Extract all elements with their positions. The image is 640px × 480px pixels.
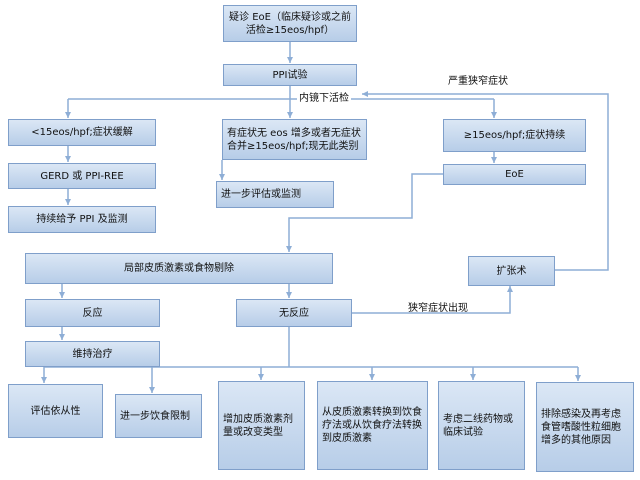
node-responsive-text: 反应: [82, 307, 103, 319]
edge-label-stenosis-appears: 狭窄症状出现: [408, 303, 468, 314]
node-assess-compliance: 评估依从性: [8, 384, 103, 438]
node-symptom-mixed-text: 有症状无 eos 增多或者无症状合并≥15eos/hpf;现无此类别: [227, 127, 361, 152]
node-consider-second-line-text: 考虑二线药物或临床试验: [443, 413, 513, 438]
node-dilation: 扩张术: [468, 256, 555, 286]
node-eoe-text: EoE: [505, 169, 524, 180]
node-further-diet: 进一步饮食限制: [115, 394, 202, 438]
node-ppi-trial-text: PPI试验: [272, 69, 308, 81]
arrow-unresponsive-to-dilation: [352, 286, 513, 314]
node-increase-dose-text: 增加皮质激素剂量或改变类型: [223, 413, 293, 438]
node-consider-second-line: 考虑二线药物或临床试验: [438, 381, 525, 470]
node-local-steroid-diet-text: 局部皮质激素或食物剔除: [124, 263, 234, 274]
arrow-dilation-loop: [362, 91, 609, 271]
node-response-high-text: ≥15eos/hpf;症状持续: [463, 130, 566, 141]
node-response-low: <15eos/hpf;症状缓解: [8, 119, 156, 146]
node-further-eval-text: 进一步评估或监测: [221, 189, 301, 200]
node-exclude-causes: 排除感染及再考虑食管嗜酸性粒细胞增多的其他原因: [536, 382, 634, 472]
node-unresponsive: 无反应: [236, 299, 352, 327]
node-further-eval: 进一步评估或监测: [216, 181, 334, 208]
node-response-high: ≥15eos/hpf;症状持续: [443, 119, 586, 152]
node-assess-compliance-text: 评估依从性: [30, 405, 81, 417]
node-eoe-suspect-text: 疑诊 EoE（临床疑诊或之前活检≥15eos/hpf）: [229, 11, 351, 36]
arrow-eoe-to-local: [286, 173, 443, 252]
edge-label-severe-stenosis: 严重狭窄症状: [448, 76, 508, 87]
node-switch-therapy: 从皮质激素转换到饮食疗法或从饮食疗法转换到皮质激素: [317, 381, 428, 470]
node-increase-dose: 增加皮质激素剂量或改变类型: [218, 381, 305, 470]
node-responsive: 反应: [25, 299, 160, 327]
node-maintain: 维持治疗: [25, 341, 160, 367]
edge-label-endoscopy-biopsy: 内镜下活检: [297, 89, 351, 104]
node-unresponsive-text: 无反应: [279, 307, 309, 319]
node-continue-ppi: 持续给予 PPI 及监测: [8, 206, 156, 233]
node-ppi-trial: PPI试验: [223, 64, 357, 86]
node-gerd: GERD 或 PPI-REE: [8, 163, 156, 189]
node-dilation-text: 扩张术: [496, 265, 527, 277]
node-local-steroid-diet: 局部皮质激素或食物剔除: [25, 253, 333, 284]
node-symptom-mixed: 有症状无 eos 增多或者无症状合并≥15eos/hpf;现无此类别: [222, 119, 367, 160]
node-exclude-causes-text: 排除感染及再考虑食管嗜酸性粒细胞增多的其他原因: [541, 408, 621, 446]
node-maintain-text: 维持治疗: [72, 348, 113, 360]
node-eoe: EoE: [443, 164, 586, 185]
node-switch-therapy-text: 从皮质激素转换到饮食疗法或从饮食疗法转换到皮质激素: [322, 407, 422, 444]
node-continue-ppi-text: 持续给予 PPI 及监测: [36, 214, 128, 225]
node-gerd-text: GERD 或 PPI-REE: [40, 170, 124, 182]
node-further-diet-text: 进一步饮食限制: [120, 410, 190, 422]
node-response-low-text: <15eos/hpf;症状缓解: [31, 127, 133, 138]
node-eoe-suspect: 疑诊 EoE（临床疑诊或之前活检≥15eos/hpf）: [223, 5, 357, 42]
